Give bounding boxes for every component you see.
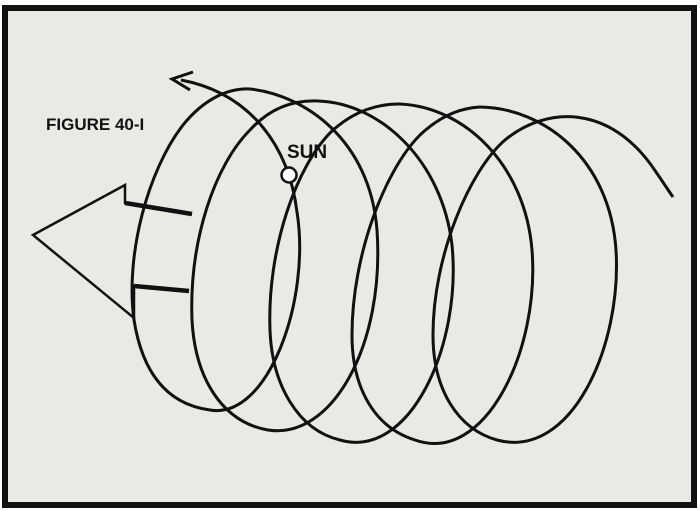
diagram-frame: [5, 8, 694, 505]
sun-label: SUN: [287, 142, 327, 163]
figure-label: FIGURE 40-I: [46, 115, 144, 134]
sun-circle-icon: [282, 168, 297, 183]
